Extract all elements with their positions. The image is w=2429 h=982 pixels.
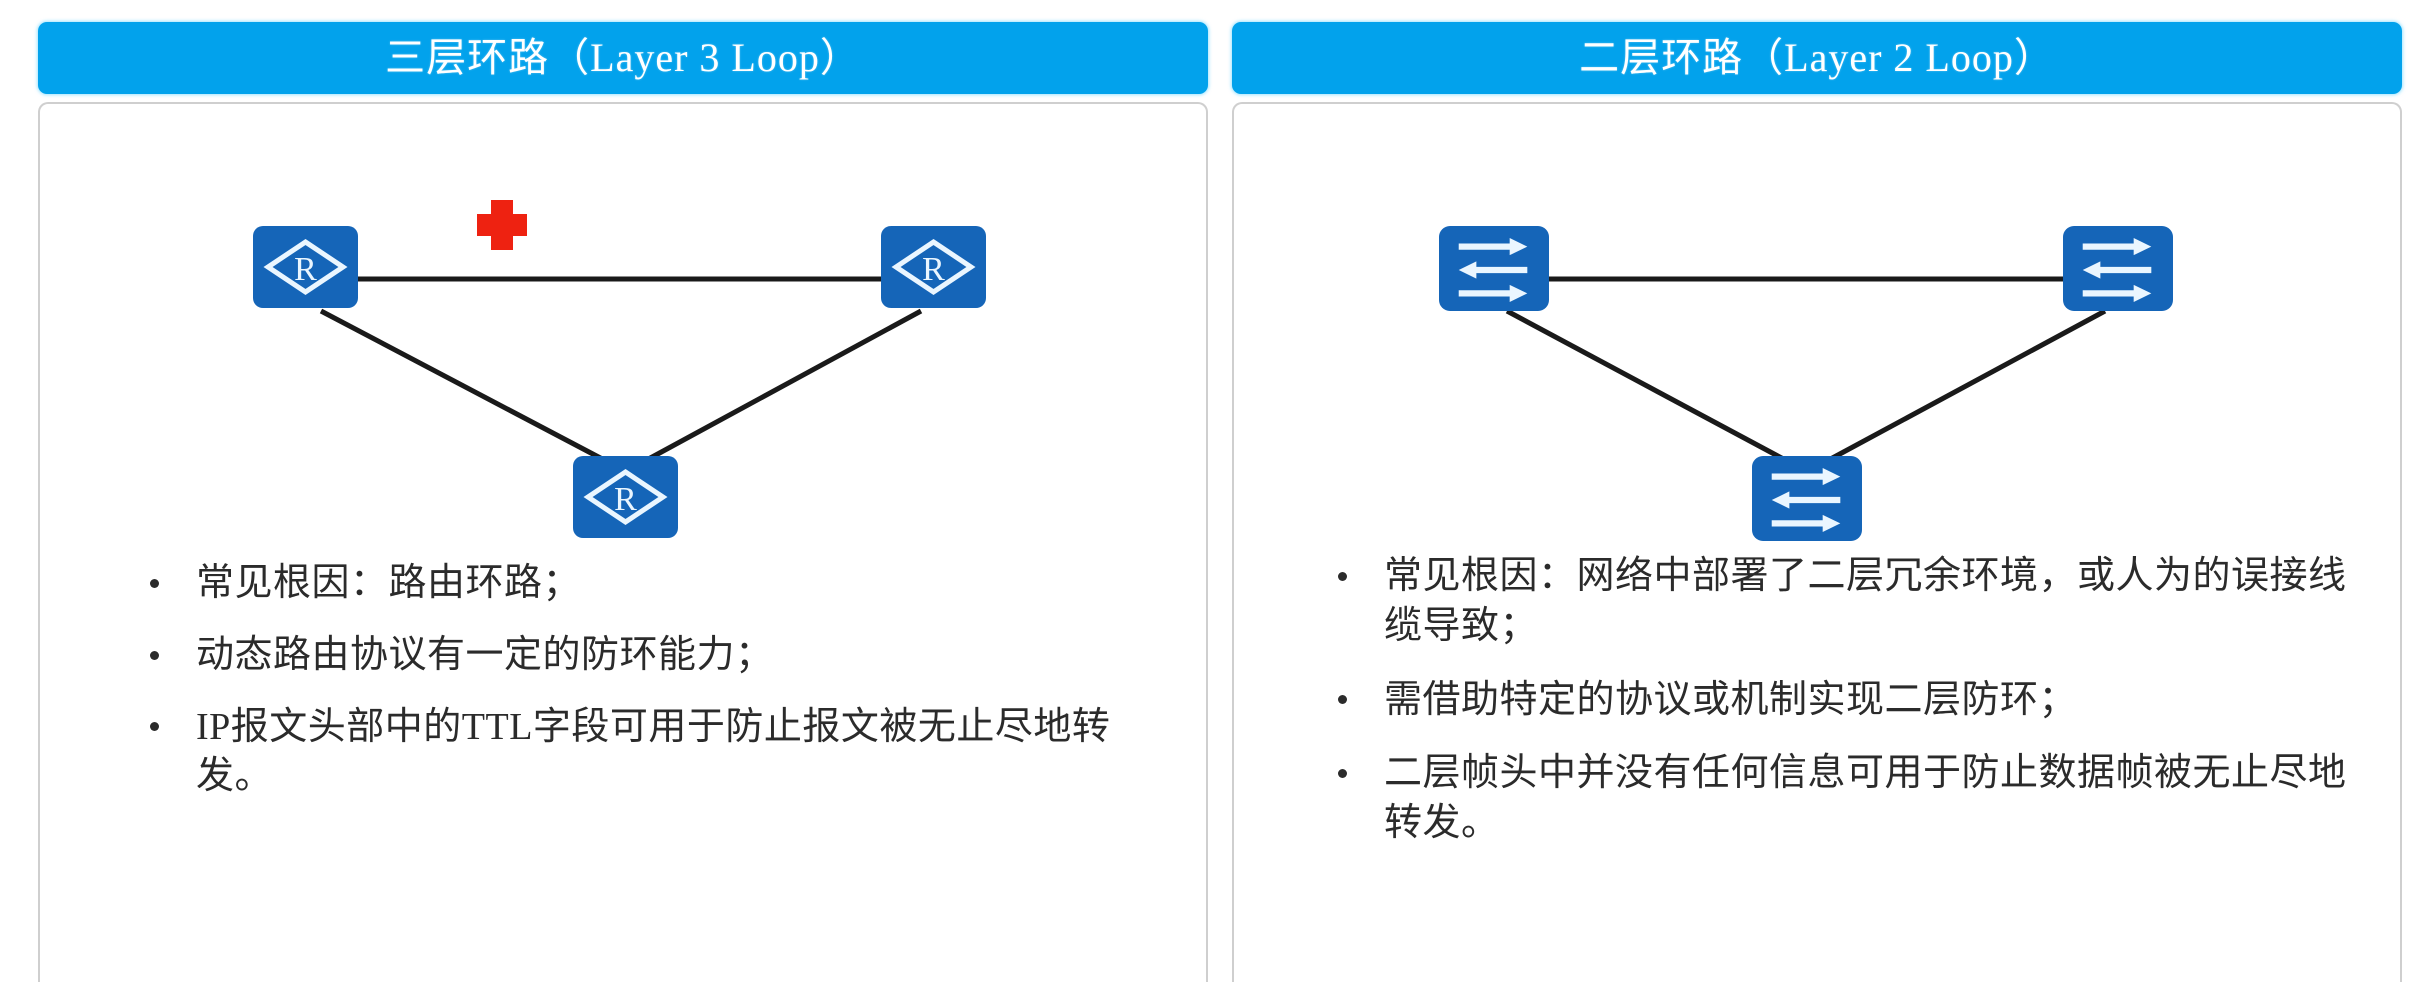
router-icon — [253, 226, 358, 308]
topology-links — [308, 276, 933, 465]
router-node-top-right[interactable]: R — [881, 226, 986, 308]
link-top-left-to-bottom — [319, 308, 610, 465]
bullet-text: 需借助特定的协议或机制实现二层防环； — [1384, 678, 2078, 721]
list-item: 需借助特定的协议或机制实现二层防环； — [1324, 676, 2360, 726]
bullet-point-icon — [1338, 571, 1347, 581]
topology-svg-layer2 — [1439, 226, 2173, 541]
bullet-list-layer3: 常见根因：路由环路； 动态路由协议有一定的防环能力； IP报文头部中的TTL字段… — [136, 559, 1166, 824]
bullet-list-layer2: 常见根因：网络中部署了二层冗余环境，或人为的误接线缆导致； 需借助特定的协议或机… — [1324, 552, 2360, 873]
panel-body-layer3: R R R — [38, 102, 1208, 982]
list-item: 常见根因：网络中部署了二层冗余环境，或人为的误接线缆导致； — [1324, 552, 2360, 652]
switch-arrows-icon — [1771, 468, 1841, 532]
bullet-text: 二层帧头中并没有任何信息可用于防止数据帧被无止尽地转发。 — [1384, 752, 2347, 845]
list-item: 二层帧头中并没有任何信息可用于防止数据帧被无止尽地转发。 — [1324, 749, 2360, 849]
red-cross-icon — [477, 200, 527, 250]
bullet-point-icon — [150, 650, 159, 660]
topology-diagram-layer3: R R R — [40, 104, 1206, 574]
bullet-point-icon — [1338, 695, 1347, 705]
router-label-bottom: R — [614, 481, 637, 518]
panel-layer2-loop: 二层环路（Layer 2 Loop） — [1232, 22, 2402, 982]
switch-arrows-icon — [2082, 238, 2152, 302]
panel-body-layer2: 常见根因：网络中部署了二层冗余环境，或人为的误接线缆导致； 需借助特定的协议或机… — [1232, 102, 2402, 982]
router-label-top-right: R — [922, 251, 945, 288]
bullet-text: 动态路由协议有一定的防环能力； — [196, 633, 774, 676]
list-item: IP报文头部中的TTL字段可用于防止报文被无止尽地转发。 — [136, 703, 1166, 803]
router-label-top-left: R — [294, 251, 317, 288]
switch-node-bottom[interactable] — [1752, 456, 1862, 541]
bullet-text: IP报文头部中的TTL字段可用于防止报文被无止尽地转发。 — [196, 705, 1111, 798]
router-diamond-icon — [583, 468, 668, 526]
panel-header-layer3: 三层环路（Layer 3 Loop） — [38, 22, 1208, 94]
link-top-left-to-bottom — [1505, 308, 1791, 465]
router-node-bottom[interactable]: R — [573, 456, 678, 538]
topology-links — [1495, 276, 2117, 465]
panel-title-layer2: 二层环路（Layer 2 Loop） — [1579, 35, 2055, 80]
router-icon — [881, 226, 986, 308]
topology-svg-layer3: R R R — [253, 200, 986, 538]
panel-layer3-loop: 三层环路（Layer 3 Loop） R — [38, 22, 1208, 982]
panel-title-layer3: 三层环路（Layer 3 Loop） — [385, 35, 861, 80]
bullet-point-icon — [150, 722, 159, 732]
router-diamond-icon — [891, 238, 976, 296]
router-icon — [573, 456, 678, 538]
link-top-right-to-bottom — [641, 308, 923, 465]
switch-node-top-right[interactable] — [2063, 226, 2173, 311]
router-diamond-icon — [263, 238, 348, 296]
bullet-point-icon — [1338, 769, 1347, 779]
router-node-top-left[interactable]: R — [253, 226, 358, 308]
list-item: 常见根因：路由环路； — [136, 559, 1166, 609]
bullet-text: 常见根因：路由环路； — [196, 562, 582, 604]
loop-break-cross-marker — [477, 200, 527, 250]
link-top-right-to-bottom — [1823, 308, 2107, 465]
panel-header-layer2: 二层环路（Layer 2 Loop） — [1232, 22, 2402, 94]
topology-diagram-layer2 — [1234, 104, 2400, 574]
switch-arrows-icon — [1458, 238, 1528, 302]
bullet-text: 常见根因：网络中部署了二层冗余环境，或人为的误接线缆导致； — [1384, 555, 2347, 647]
bullet-point-icon — [150, 578, 159, 588]
list-item: 动态路由协议有一定的防环能力； — [136, 631, 1166, 681]
switch-node-top-left[interactable] — [1439, 226, 1549, 311]
